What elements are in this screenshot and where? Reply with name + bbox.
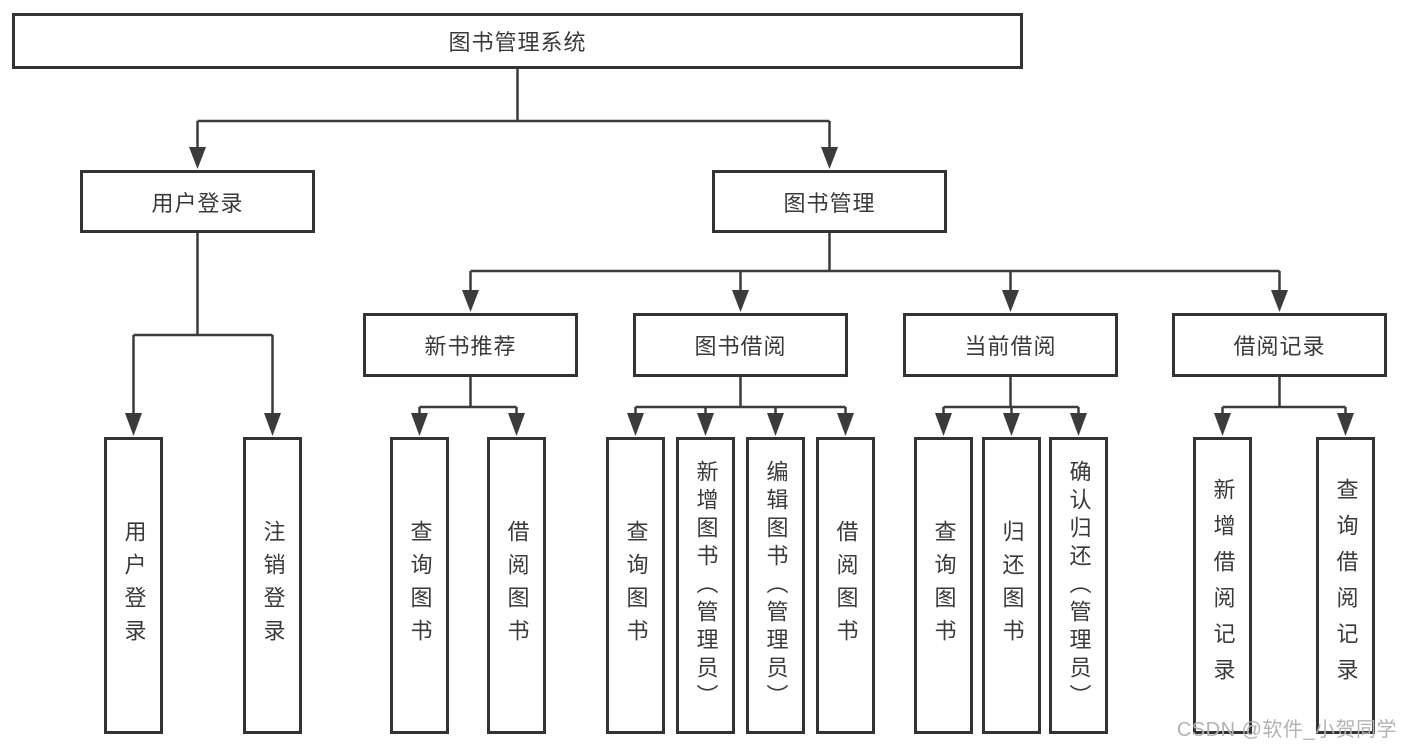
down-arrow-icon bbox=[264, 413, 281, 436]
node-label: 查询图书 bbox=[931, 519, 957, 652]
node-label: 查询图书 bbox=[407, 519, 433, 652]
node-leaf-borrow-books: 借阅图书 bbox=[816, 437, 875, 734]
down-arrow-icon bbox=[1070, 413, 1087, 436]
node-leaf-return-books: 归还图书 bbox=[982, 437, 1041, 734]
node-leaf-confirm-return-admin: 确认归还（管理员） bbox=[1049, 437, 1108, 734]
node-book-management: 图书管理 bbox=[712, 170, 947, 233]
node-book-borrowing: 图书借阅 bbox=[633, 313, 848, 377]
down-arrow-icon bbox=[697, 413, 714, 436]
down-arrow-icon bbox=[627, 413, 644, 436]
node-label: 用户登录 bbox=[121, 519, 147, 652]
down-arrow-icon bbox=[935, 413, 952, 436]
node-label: 借阅图书 bbox=[504, 519, 530, 652]
node-label: 图书借阅 bbox=[694, 334, 787, 359]
node-system-title: 图书管理系统 bbox=[12, 13, 1023, 69]
down-arrow-icon bbox=[1002, 290, 1019, 312]
csdn-watermark: CSDN @软件_小贺同学 bbox=[1176, 719, 1397, 741]
node-label: 借阅图书 bbox=[833, 519, 859, 652]
node-leaf-query-borrow-record: 查询借阅记录 bbox=[1316, 437, 1375, 734]
node-leaf-query-books: 查询图书 bbox=[390, 437, 449, 734]
node-label: 当前借阅 bbox=[964, 334, 1057, 359]
down-arrow-icon bbox=[411, 413, 428, 436]
down-arrow-icon bbox=[1271, 290, 1288, 312]
node-leaf-edit-books-admin: 编辑图书（管理员） bbox=[746, 437, 805, 734]
node-label: 编辑图书（管理员） bbox=[763, 459, 789, 712]
down-arrow-icon bbox=[1214, 413, 1231, 436]
node-label: 归还图书 bbox=[999, 519, 1025, 652]
node-label: 注销登录 bbox=[260, 519, 286, 652]
node-label: 图书管理 bbox=[783, 190, 876, 216]
node-user-login: 用户登录 bbox=[80, 170, 315, 233]
node-current-borrowing: 当前借阅 bbox=[903, 313, 1118, 377]
node-leaf-user-login: 用户登录 bbox=[104, 437, 163, 734]
down-arrow-icon bbox=[462, 290, 479, 312]
node-leaf-query-books: 查询图书 bbox=[914, 437, 973, 734]
down-arrow-icon bbox=[125, 413, 142, 436]
node-leaf-logout-login: 注销登录 bbox=[243, 437, 302, 734]
node-new-book-recommend: 新书推荐 bbox=[363, 313, 578, 377]
down-arrow-icon bbox=[508, 413, 525, 436]
down-arrow-icon bbox=[1003, 413, 1020, 436]
node-leaf-add-books-admin: 新增图书（管理员） bbox=[676, 437, 735, 734]
node-label: 借阅记录 bbox=[1233, 334, 1326, 359]
node-label: 新增借阅记录 bbox=[1210, 477, 1236, 694]
node-leaf-borrow-books: 借阅图书 bbox=[487, 437, 546, 734]
node-label: 新增图书（管理员） bbox=[693, 459, 719, 712]
node-leaf-query-books: 查询图书 bbox=[606, 437, 665, 734]
down-arrow-icon bbox=[837, 413, 854, 436]
down-arrow-icon bbox=[732, 290, 749, 312]
node-label: 查询借阅记录 bbox=[1333, 477, 1359, 694]
node-label: 新书推荐 bbox=[424, 334, 517, 359]
node-label: 用户登录 bbox=[151, 190, 244, 216]
node-leaf-add-borrow-record: 新增借阅记录 bbox=[1193, 437, 1252, 734]
node-borrowing-records: 借阅记录 bbox=[1172, 313, 1387, 377]
node-label: 确认归还（管理员） bbox=[1066, 459, 1092, 712]
down-arrow-icon bbox=[189, 147, 206, 169]
node-label: 查询图书 bbox=[623, 519, 649, 652]
down-arrow-icon bbox=[821, 147, 838, 169]
down-arrow-icon bbox=[767, 413, 784, 436]
down-arrow-icon bbox=[1337, 413, 1354, 436]
node-label: 图书管理系统 bbox=[448, 30, 587, 55]
